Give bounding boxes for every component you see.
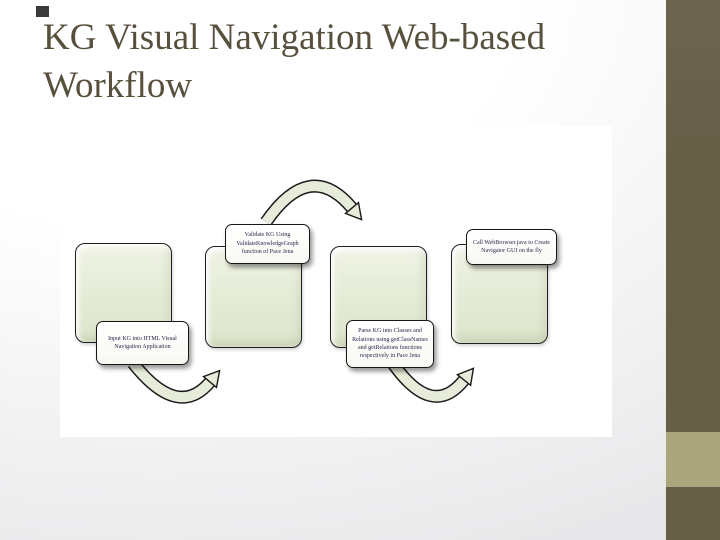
arrowhead-icon [456, 367, 475, 387]
theme-marker-square [36, 6, 49, 17]
workflow-step-text-4: Call WebBrowser.java to Create Navigator… [472, 239, 551, 254]
workflow-arrows [127, 179, 475, 404]
arrowhead-icon [202, 369, 221, 389]
workflow-step-text-2: Validate KG Using ValidateKnowledgeGraph… [236, 232, 299, 256]
arrow-step3-to-step4 [386, 358, 475, 403]
workflow-step-label-3: Parse KG into Classes and Relations usin… [346, 320, 434, 368]
arrow-step1-to-step2 [127, 358, 221, 404]
arrow-step2-to-step3 [260, 179, 363, 226]
sidebar-stripe [666, 0, 720, 540]
sidebar-accent-block [666, 432, 720, 487]
workflow-step-label-1: Input KG into HTML Visual Navigation App… [96, 321, 189, 365]
arrowhead-icon [344, 201, 363, 221]
workflow-step-label-4: Call WebBrowser.java to Create Navigator… [466, 229, 557, 265]
slide-title: KG Visual Navigation Web-based Workflow [43, 17, 546, 106]
workflow-step-text-3: Parse KG into Classes and Relations usin… [352, 328, 428, 360]
workflow-step-text-1: Input KG into HTML Visual Navigation App… [108, 335, 177, 350]
workflow-step-label-2: Validate KG Using ValidateKnowledgeGraph… [225, 224, 310, 264]
